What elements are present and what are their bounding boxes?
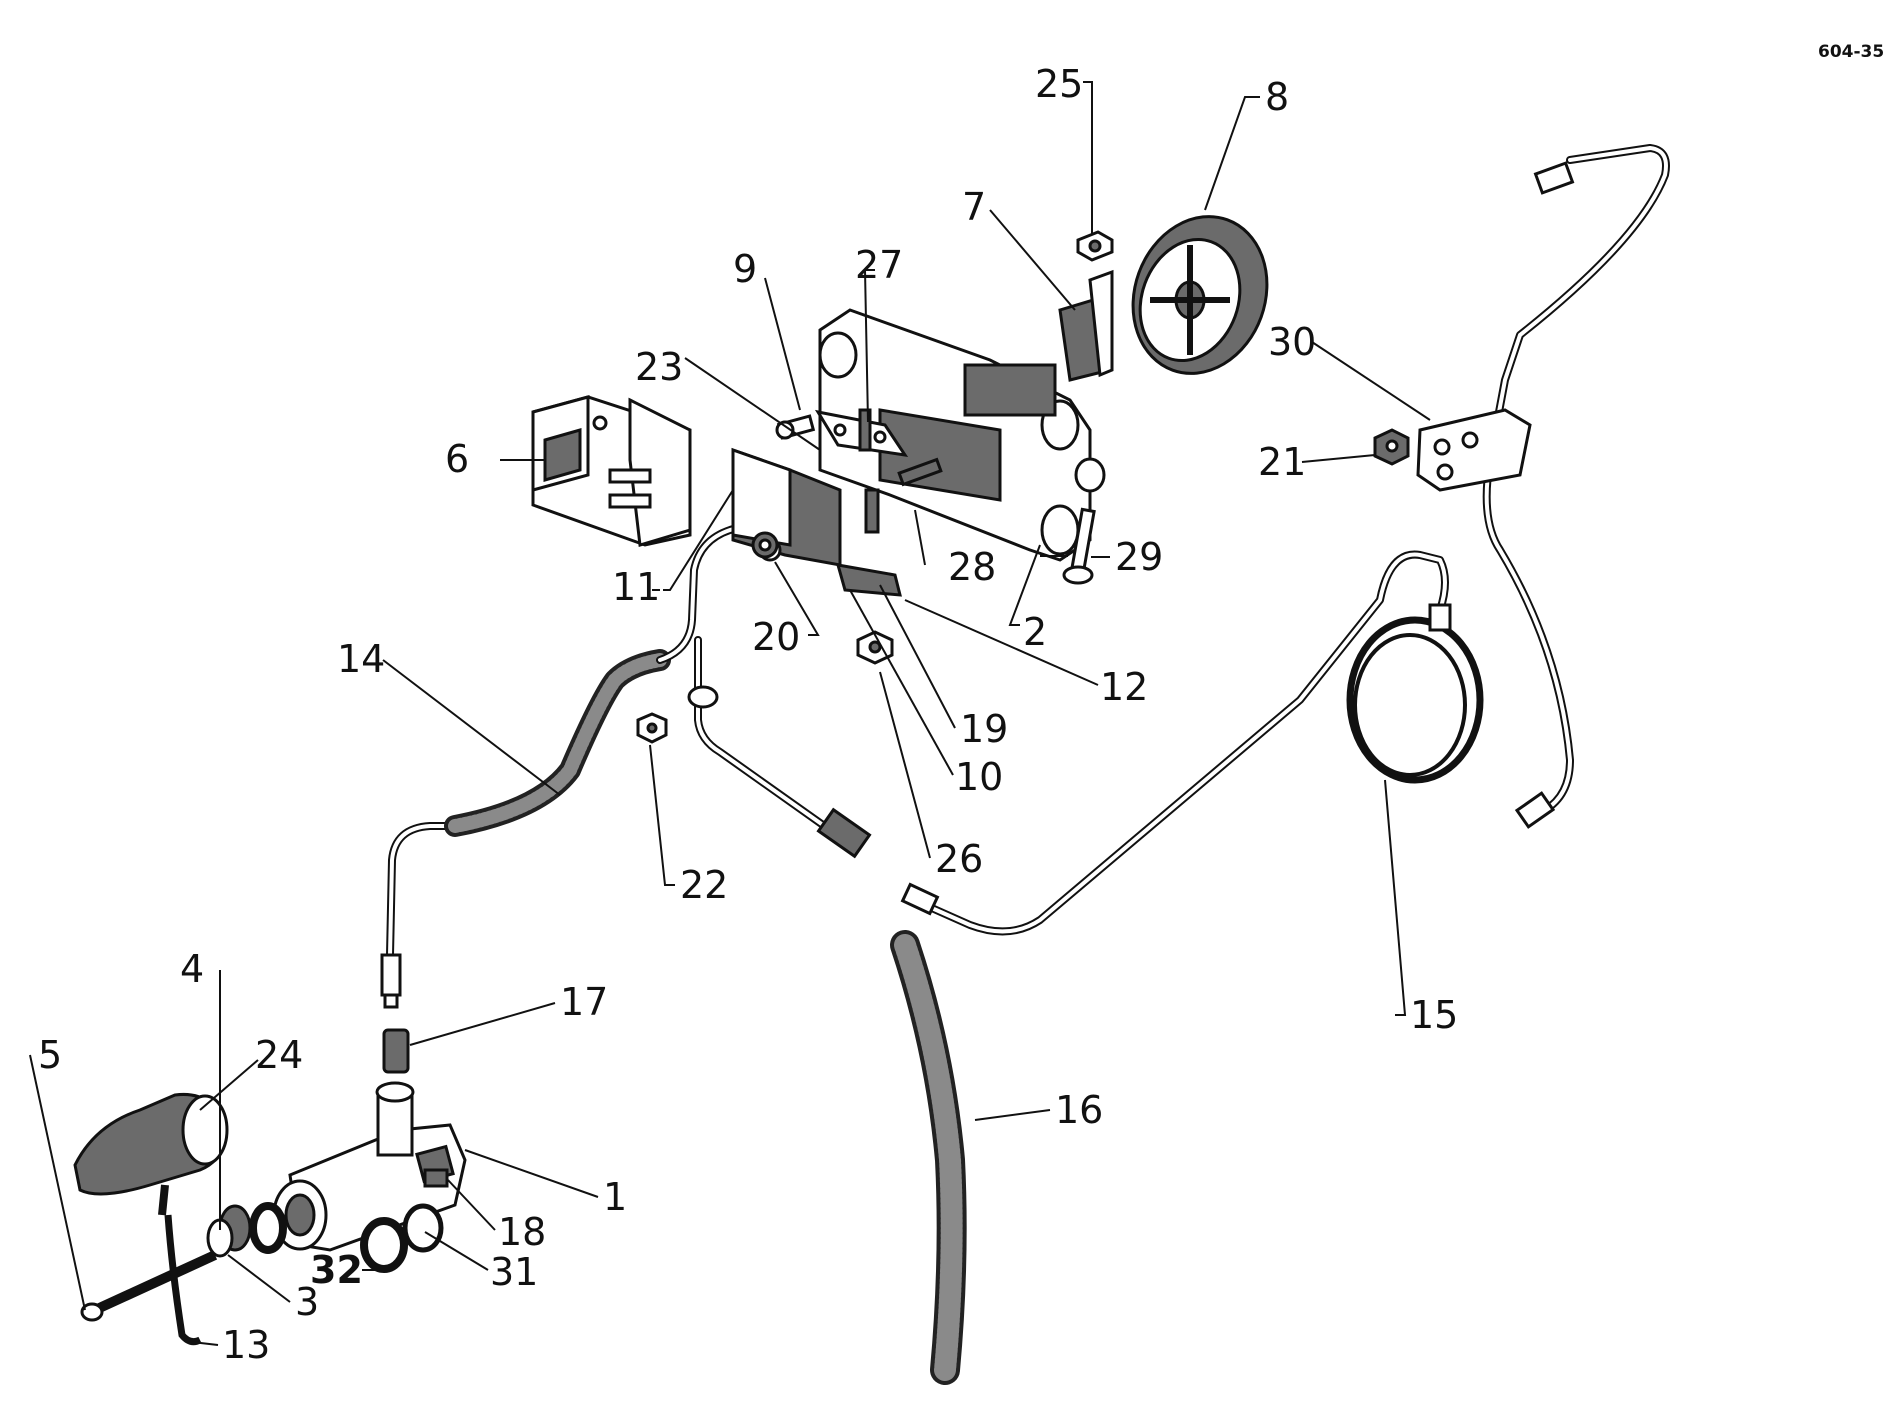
part-22-nut — [636, 712, 668, 744]
callout-6: 6 — [445, 437, 469, 481]
part-20-washer — [751, 531, 779, 559]
callout-32: 32 — [310, 1248, 363, 1292]
callout-28: 28 — [948, 545, 996, 589]
callout-29: 29 — [1115, 535, 1163, 579]
part-30-pipe-bracket — [1416, 144, 1670, 829]
leader-lines — [29, 81, 1431, 1346]
callout-22: 22 — [680, 863, 728, 907]
part-18-fitting — [423, 1168, 449, 1188]
part-29-bolt — [1062, 507, 1096, 585]
callout-2: 2 — [1023, 610, 1047, 654]
part-15-coiled-pipe — [900, 550, 1484, 936]
callout-14: 14 — [337, 637, 385, 681]
part-14-hose-assembly — [380, 508, 794, 1009]
callout-23: 23 — [635, 345, 683, 389]
part-8-wheel — [1131, 215, 1269, 375]
part-7-clip — [1058, 269, 1114, 382]
callout-labels: 25 8 7 9 27 23 6 11 20 28 2 29 12 19 10 … — [38, 62, 1458, 1367]
part-10-pipe — [687, 636, 872, 859]
callout-25: 25 — [1035, 62, 1083, 106]
part-13-line — [164, 1214, 202, 1346]
callout-30: 30 — [1268, 320, 1316, 364]
callout-19: 19 — [960, 707, 1008, 751]
part-19-plate — [835, 563, 902, 597]
callout-24: 24 — [255, 1033, 303, 1077]
part-9-bolt — [775, 414, 816, 440]
part-3-fitting — [206, 1204, 252, 1258]
callout-27: 27 — [855, 243, 903, 287]
callout-26: 26 — [935, 837, 983, 881]
part-6-bracket — [531, 395, 692, 547]
callout-21: 21 — [1258, 440, 1306, 484]
callout-4: 4 — [180, 947, 204, 991]
part-24-ring — [249, 1202, 287, 1254]
callout-12: 12 — [1100, 665, 1148, 709]
callout-17: 17 — [560, 980, 608, 1024]
drawing-reference-code: 604-35 — [1818, 42, 1884, 62]
part-28-stud — [897, 457, 943, 487]
part-16-hose — [890, 930, 967, 1385]
callout-13: 13 — [222, 1323, 270, 1367]
callout-8: 8 — [1265, 75, 1289, 119]
part-5-push-rod — [80, 1250, 218, 1322]
callout-5: 5 — [38, 1033, 62, 1077]
part-25-nut — [1076, 230, 1114, 262]
part-12-stud — [864, 488, 880, 534]
callout-20: 20 — [752, 615, 800, 659]
callout-3: 3 — [295, 1280, 319, 1324]
callout-15: 15 — [1410, 993, 1458, 1037]
part-4-boot — [73, 1092, 229, 1216]
callout-1: 1 — [603, 1175, 627, 1219]
callout-31: 31 — [490, 1250, 538, 1294]
part-31-washer — [402, 1203, 444, 1253]
part-21-nut — [1373, 428, 1410, 466]
part-17-sleeve — [382, 1028, 410, 1074]
part-26-nut — [856, 630, 894, 665]
callout-10: 10 — [955, 755, 1003, 799]
callout-18: 18 — [498, 1210, 546, 1254]
callout-7: 7 — [962, 185, 986, 229]
part-32-washer — [360, 1217, 408, 1273]
part-27-plate — [814, 408, 909, 457]
callout-16: 16 — [1055, 1088, 1103, 1132]
callout-11: 11 — [612, 565, 660, 609]
callout-9: 9 — [733, 247, 757, 291]
